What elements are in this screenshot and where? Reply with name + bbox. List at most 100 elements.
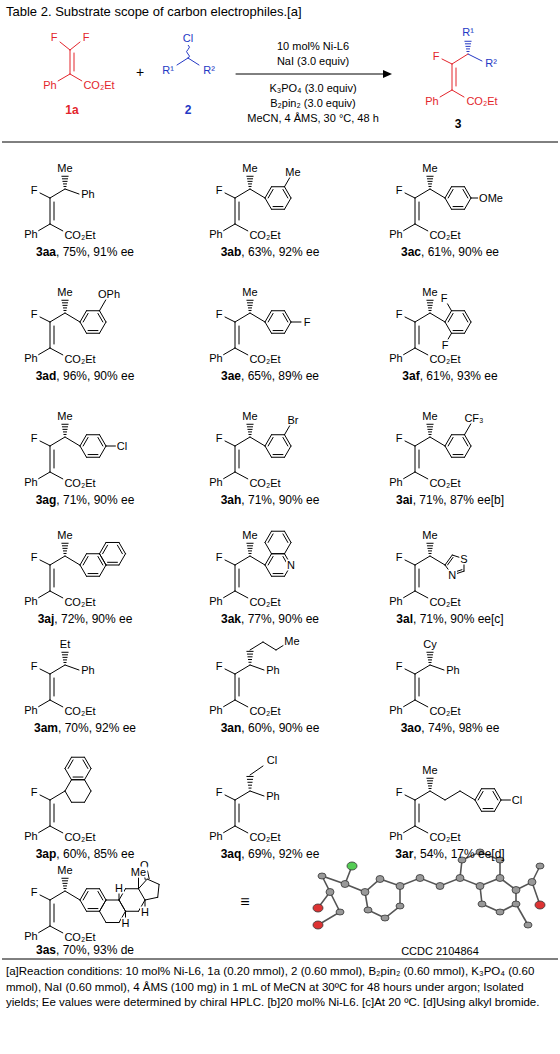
bond-line: [87, 457, 100, 458]
yield-ee: , 60%, 90% ee: [241, 721, 319, 735]
bond-line: [100, 554, 107, 565]
bond-line: [239, 450, 240, 468]
bond-line: [415, 826, 428, 833]
bond-line: [63, 657, 67, 658]
atom-label: F: [215, 309, 224, 320]
bond-line: [453, 454, 463, 455]
bond-line: [273, 573, 283, 574]
bond-line: [463, 437, 468, 446]
bond-line: [117, 545, 122, 554]
atom-label: Me: [241, 287, 258, 298]
bond-line: [248, 429, 252, 430]
compound-number: 3aj: [38, 612, 55, 626]
bond-line: [442, 59, 452, 64]
bond-line: [419, 569, 420, 587]
bond-line: [419, 804, 420, 822]
bond-line: [285, 198, 292, 209]
bond-line: [63, 431, 66, 432]
atom-label: CO₂Et: [428, 478, 461, 489]
atom-label: CO₂Et: [248, 230, 281, 241]
bond-line: [50, 665, 65, 674]
yield-ee: , 69%, 92% ee: [241, 847, 319, 861]
bond-line: [248, 782, 252, 783]
bond-line: [225, 560, 235, 565]
bond-line: [285, 425, 291, 435]
bond-line: [430, 189, 445, 198]
bond-line: [430, 437, 445, 446]
bond-line: [265, 322, 272, 333]
bond-line: [50, 800, 51, 826]
bond-line: [248, 307, 251, 308]
atom-label: R¹: [161, 65, 175, 76]
yield-ee: , 96%, 90% ee: [56, 369, 134, 383]
bond-line: [405, 560, 415, 565]
bond-line: [62, 300, 68, 301]
bond-line: [235, 446, 236, 472]
atom-label: Ph: [208, 831, 223, 842]
bond-line: [239, 678, 240, 696]
bond-line: [430, 556, 445, 565]
compound-number: 3: [454, 118, 463, 130]
bond-line: [285, 322, 292, 333]
bond-line: [100, 299, 107, 310]
bond-line: [62, 302, 67, 303]
bond-line: [64, 553, 66, 554]
compound-number: 3af: [402, 369, 419, 383]
bond-line: [139, 889, 146, 900]
bond-line: [119, 542, 126, 553]
bond-line: [147, 879, 159, 884]
bond-line: [273, 454, 283, 455]
bond-line: [415, 437, 430, 446]
bond-line: [40, 441, 50, 446]
bond-line: [265, 311, 272, 322]
compound-caption: 3ar, 54%, 17% ee[d]: [395, 848, 504, 861]
bond-line: [428, 783, 432, 784]
bond-line: [268, 556, 273, 565]
bond-line: [428, 305, 432, 306]
bond-line: [482, 788, 495, 789]
atom-label: Ph: [23, 931, 38, 942]
bond-line: [250, 437, 265, 446]
bond-line: [250, 313, 265, 322]
bond-line: [415, 224, 428, 231]
bond-line: [235, 700, 248, 707]
atom-label: F: [395, 433, 404, 444]
bond-line: [85, 768, 92, 779]
bond-line: [85, 757, 92, 768]
bond-line: [283, 437, 288, 446]
bond-line: [285, 311, 292, 322]
bond-line: [63, 305, 67, 306]
crystal-structure: [318, 852, 540, 925]
compound-number: 3ad: [36, 369, 57, 383]
atom-label: CO₂Et: [82, 80, 115, 91]
bond-line: [38, 472, 50, 479]
bond-line: [80, 900, 87, 911]
bond-line: [465, 311, 472, 322]
bond-line: [108, 562, 118, 563]
bond-line: [249, 434, 251, 435]
compound-caption: 3ad, 96%, 90% ee: [36, 370, 135, 383]
bond-line: [50, 900, 51, 926]
bond-line: [419, 678, 420, 696]
atom-label: F: [215, 661, 224, 672]
bond-line: [247, 654, 252, 655]
yield-ee: , 71%, 87% ee[b]: [413, 493, 504, 507]
bond-line: [64, 888, 66, 889]
bond-line: [415, 565, 416, 591]
atom-label: Ph: [388, 229, 403, 240]
atom-label: R²: [202, 65, 216, 76]
bond-line: [283, 189, 288, 198]
bond-line: [239, 804, 240, 822]
bond-line: [415, 800, 416, 826]
bond-line: [65, 556, 80, 565]
atom-label: F: [30, 309, 39, 320]
bond-line: [248, 656, 252, 657]
bond-line: [235, 591, 248, 598]
bond-line: [62, 545, 67, 546]
atom-label: Ph: [42, 80, 57, 91]
bond-line: [272, 209, 285, 210]
bond-line: [225, 317, 235, 322]
condition: B₂pin₂ (3.0 equiv): [269, 98, 357, 109]
bond-line: [265, 542, 272, 553]
bond-line: [225, 441, 235, 446]
